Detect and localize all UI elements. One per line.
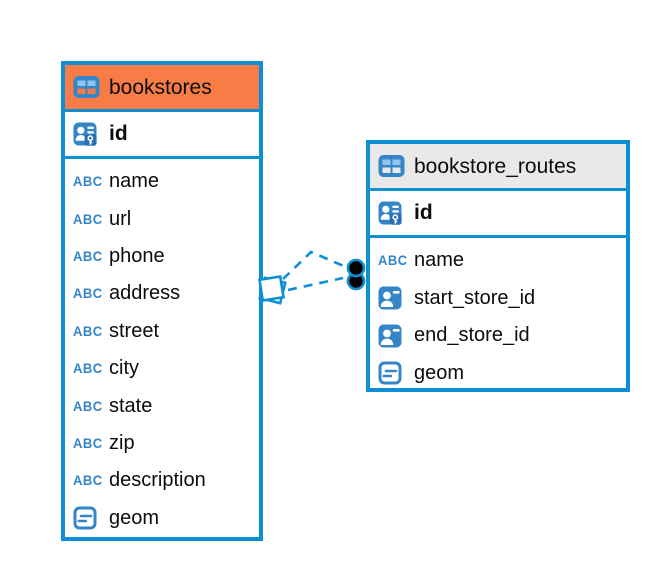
primary-key-icon xyxy=(378,201,405,225)
relationship-line-upper xyxy=(282,250,347,280)
geometry-icon xyxy=(378,361,405,385)
table-header-bookstore-routes[interactable]: bookstore_routes xyxy=(370,144,626,191)
column-row[interactable]: geom xyxy=(370,355,626,393)
column-row[interactable]: ABC phone xyxy=(65,238,259,275)
text-icon: ABC xyxy=(73,398,103,414)
column-row[interactable]: ABC description xyxy=(65,462,259,499)
column-name: end_store_id xyxy=(414,324,530,347)
column-name: name xyxy=(414,249,465,272)
relationship-diamond-marker xyxy=(257,274,287,305)
relationship-dot-marker xyxy=(346,258,366,291)
reference-icon xyxy=(378,324,405,348)
relationship-connector[interactable] xyxy=(248,228,378,328)
column-row[interactable]: ABC name xyxy=(370,242,626,280)
column-row-pk[interactable]: id xyxy=(370,191,626,238)
column-row[interactable]: ABC url xyxy=(65,200,259,237)
column-name: city xyxy=(109,357,139,380)
column-name: url xyxy=(109,207,132,230)
entity-table-bookstore-routes[interactable]: bookstore_routes id ABC name xyxy=(366,140,630,392)
column-row[interactable]: ABC city xyxy=(65,350,259,387)
relationship-line-lower xyxy=(287,276,344,292)
table-title: bookstore_routes xyxy=(414,154,577,178)
column-row[interactable]: ABC street xyxy=(65,313,259,350)
column-name: geom xyxy=(414,361,465,384)
column-name: state xyxy=(109,394,153,417)
column-list: ABC name start_store_id xyxy=(370,238,626,392)
column-row-pk[interactable]: id xyxy=(65,112,259,159)
column-name: zip xyxy=(109,431,135,454)
column-row[interactable]: geom xyxy=(65,500,259,537)
primary-key-icon xyxy=(73,122,100,146)
text-icon: ABC xyxy=(73,323,103,340)
column-name: name xyxy=(109,170,160,193)
column-row[interactable]: ABC name xyxy=(65,163,259,200)
column-name: id xyxy=(109,122,128,145)
text-icon: ABC xyxy=(73,435,103,452)
text-icon: ABC xyxy=(73,285,103,302)
column-name: id xyxy=(414,201,433,224)
column-name: address xyxy=(109,282,181,305)
column-row[interactable]: ABC state xyxy=(65,387,259,424)
column-row[interactable]: end_store_id xyxy=(370,317,626,355)
table-icon xyxy=(378,154,405,178)
text-icon: ABC xyxy=(73,248,103,265)
text-icon: ABC xyxy=(73,360,103,377)
geometry-icon xyxy=(73,506,100,530)
column-name: street xyxy=(109,319,160,342)
table-title: bookstores xyxy=(109,75,212,99)
text-icon: ABC xyxy=(73,173,103,190)
text-icon: ABC xyxy=(73,211,103,227)
text-icon: ABC xyxy=(73,472,103,489)
table-icon xyxy=(73,75,100,99)
column-name: description xyxy=(109,469,206,492)
column-name: phone xyxy=(109,244,165,267)
column-name: start_store_id xyxy=(414,286,536,309)
column-list: ABC name ABC url ABC phone ABC address A… xyxy=(65,159,259,537)
column-name: geom xyxy=(109,506,160,529)
column-row[interactable]: start_store_id xyxy=(370,280,626,318)
column-row[interactable]: ABC zip xyxy=(65,425,259,462)
text-icon: ABC xyxy=(378,252,408,269)
reference-icon xyxy=(378,286,405,310)
column-row[interactable]: ABC address xyxy=(65,275,259,312)
table-header-bookstores[interactable]: bookstores xyxy=(65,65,259,112)
entity-table-bookstores[interactable]: bookstores id ABC name xyxy=(61,61,263,541)
